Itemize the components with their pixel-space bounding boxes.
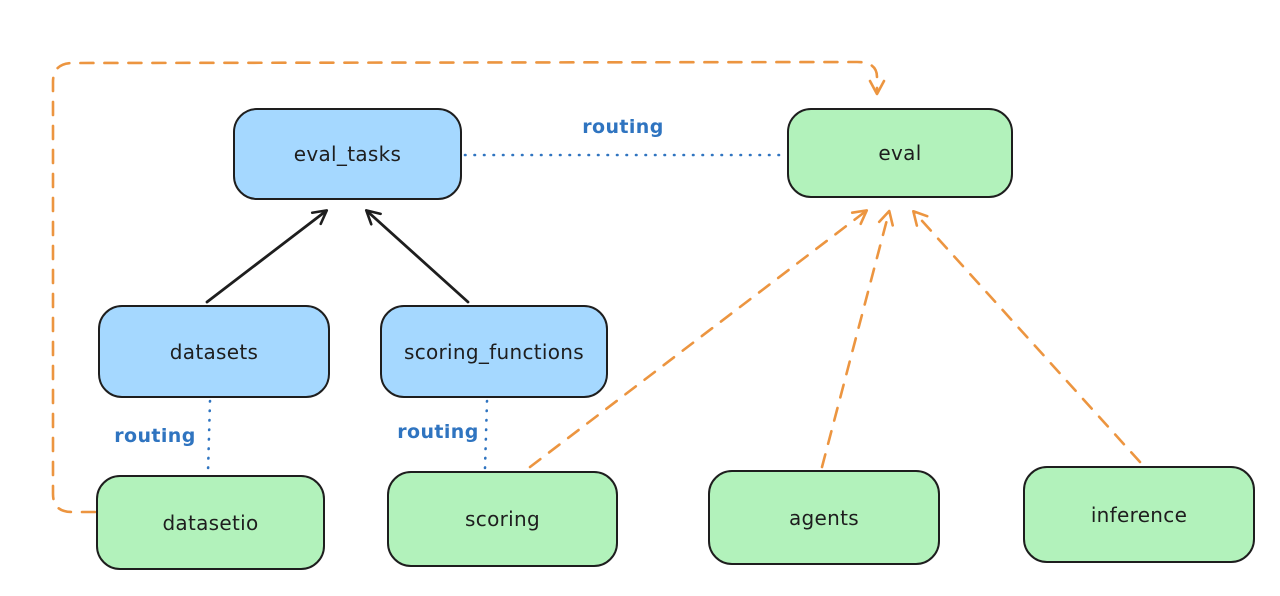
node-scoring-functions: scoring_functions [380,305,608,398]
node-datasetio-label: datasetio [162,510,259,535]
edge-routing-scoring-functions-to-scoring [483,399,489,470]
node-eval-tasks: eval_tasks [233,108,462,200]
edge-datasets-to-eval-tasks [205,209,329,304]
edge-scoring-functions-to-eval-tasks [364,209,470,304]
node-eval: eval [787,108,1013,198]
edge-label-routing-mid: routing [397,421,479,443]
edge-routing-datasets-to-datasetio [206,399,212,474]
node-inference: inference [1023,466,1255,563]
node-eval-label: eval [878,141,922,165]
edge-agents-to-eval [820,209,895,469]
node-datasets: datasets [98,305,330,398]
edge-datasetio-to-eval-loop [51,60,886,514]
node-scoring-functions-label: scoring_functions [403,339,585,364]
node-scoring-label: scoring [465,507,540,531]
node-eval-tasks-label: eval_tasks [293,142,402,166]
node-agents-label: agents [789,505,859,530]
node-scoring: scoring [387,471,618,567]
node-inference-label: inference [1090,502,1188,527]
edge-label-routing-top: routing [582,116,664,138]
node-agents: agents [708,470,940,565]
node-datasetio: datasetio [96,475,325,570]
node-datasets-label: datasets [169,339,259,364]
edge-label-routing-left: routing [114,425,196,447]
edge-inference-to-eval [912,209,1142,464]
